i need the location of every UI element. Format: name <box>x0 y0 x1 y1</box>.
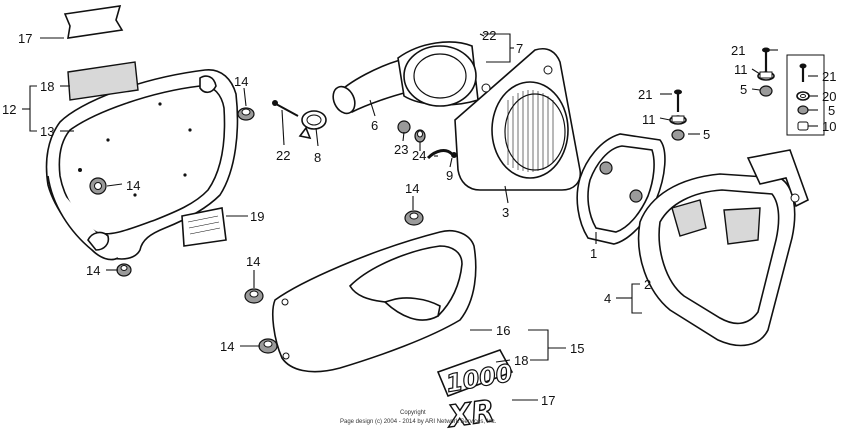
svg-text:XR: XR <box>444 394 497 435</box>
callout-20: 20 <box>822 89 836 104</box>
bolt-21-b <box>674 89 682 112</box>
right-side-cover <box>272 230 477 373</box>
intake-duct <box>332 41 479 115</box>
callout-16: 16 <box>496 323 510 338</box>
copyright-notice: Copyright Page design (c) 2004 - 2014 by… <box>340 410 497 425</box>
callout-11-a: 11 <box>734 62 748 77</box>
grommet-14-c <box>404 210 424 226</box>
callout-3: 3 <box>502 205 509 220</box>
collar-11-b <box>669 115 687 125</box>
callout-8: 8 <box>314 150 321 165</box>
air-cleaner-case <box>454 47 582 191</box>
callout-17-top: 17 <box>18 31 32 46</box>
callout-18-top: 18 <box>40 79 54 94</box>
rubber-5-c <box>797 105 809 115</box>
callout-9: 9 <box>446 168 453 183</box>
grommet-14-b <box>116 263 132 277</box>
left-side-cover <box>45 69 239 261</box>
cap-23 <box>397 120 411 134</box>
callout-14-c: 14 <box>86 263 100 278</box>
screw-22-a <box>272 100 299 117</box>
callout-10: 10 <box>822 119 836 134</box>
svg-text:Copyright: Copyright <box>400 410 426 416</box>
cap-24 <box>414 129 426 143</box>
callout-13: 13 <box>40 124 54 139</box>
emblem-1000: 1000 <box>436 349 515 399</box>
drain-tube-9 <box>426 149 457 160</box>
callout-12: 12 <box>2 102 16 117</box>
callout-18-bottom: 18 <box>514 353 528 368</box>
callout-24: 24 <box>412 148 426 163</box>
callout-14-d: 14 <box>405 181 419 196</box>
rubber-5-b <box>671 129 685 141</box>
svg-text:1000: 1000 <box>444 359 515 398</box>
sticker-18-top <box>67 61 139 101</box>
callout-17-bottom: 17 <box>541 393 555 408</box>
callout-23: 23 <box>394 142 408 157</box>
callout-1: 1 <box>590 246 597 261</box>
bracket-box <box>786 54 825 136</box>
air-box <box>637 149 809 347</box>
callout-21-a: 21 <box>731 43 745 58</box>
callout-19: 19 <box>250 209 264 224</box>
callout-11-b: 11 <box>642 112 656 127</box>
bolt-21-a <box>762 47 770 72</box>
grommet-14-d <box>244 288 264 304</box>
callout-14-b: 14 <box>126 178 140 193</box>
callout-7: 7 <box>516 41 523 56</box>
sticker-17-top <box>63 5 124 39</box>
washer-20 <box>796 91 810 101</box>
callout-15: 15 <box>570 341 584 356</box>
collar-11-a <box>757 71 775 81</box>
callout-21-b: 21 <box>638 87 652 102</box>
grommet-14-e <box>258 338 278 354</box>
callout-22-a: 22 <box>276 148 290 163</box>
callout-5-a: 5 <box>740 82 747 97</box>
callout-21-c: 21 <box>822 69 836 84</box>
hose-clamp <box>298 110 327 140</box>
callout-14-f: 14 <box>220 339 234 354</box>
emblem-xr: XR <box>443 393 497 436</box>
callout-2: 2 <box>644 277 651 292</box>
svg-text:Page design (c) 2004 - 2014 by: Page design (c) 2004 - 2014 by ARI Netwo… <box>340 419 497 425</box>
callout-numbers: 17 18 12 13 14 14 14 22 8 6 22 7 23 24 9… <box>2 28 836 408</box>
callout-14-a: 14 <box>234 74 248 89</box>
callout-5-c: 5 <box>828 103 835 118</box>
callout-22-b: 22 <box>482 28 496 43</box>
bolt-21-c <box>799 63 807 82</box>
rubber-5-a <box>759 85 773 97</box>
grommet-14-a <box>237 107 255 121</box>
callout-6: 6 <box>371 118 378 133</box>
collar-10 <box>797 121 809 131</box>
callout-5-b: 5 <box>703 127 710 142</box>
callout-14-e: 14 <box>246 254 260 269</box>
sticker-19 <box>181 207 227 247</box>
leader-lines <box>22 33 818 401</box>
filter-element-pleats <box>507 90 554 172</box>
callout-4: 4 <box>604 291 611 306</box>
